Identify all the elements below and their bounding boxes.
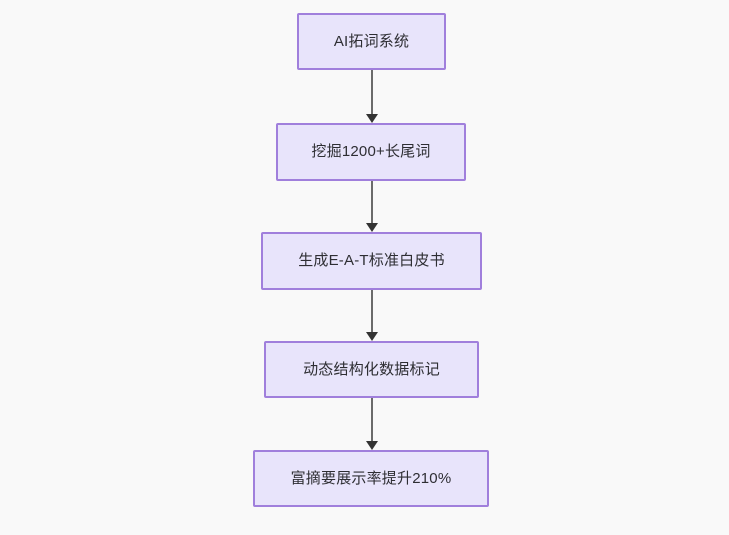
flow-node-ai-keyword-system[interactable]: AI拓词系统 (297, 13, 446, 70)
flow-node-label: AI拓词系统 (333, 32, 410, 50)
edge-line (371, 398, 373, 444)
arrowhead-icon (366, 332, 378, 341)
arrowhead-icon (366, 114, 378, 123)
flow-node-label: 生成E-A-T标准白皮书 (298, 252, 445, 269)
edge-line (371, 290, 373, 335)
flow-node-label: 挖掘1200+长尾词 (311, 143, 431, 160)
flow-node-rich-snippet-rate-increase[interactable]: 富摘要展示率提升210% (253, 450, 489, 507)
flow-node-mine-longtail-keywords[interactable]: 挖掘1200+长尾词 (276, 123, 466, 181)
flow-node-label: 动态结构化数据标记 (303, 360, 440, 378)
flow-node-label: 富摘要展示率提升210% (290, 469, 452, 487)
arrowhead-icon (366, 223, 378, 232)
edge-line (371, 70, 373, 117)
flow-node-dynamic-structured-data-markup[interactable]: 动态结构化数据标记 (264, 341, 479, 398)
edge-line (371, 181, 373, 226)
arrowhead-icon (366, 441, 378, 450)
flow-node-generate-eat-whitepaper[interactable]: 生成E-A-T标准白皮书 (261, 232, 482, 290)
